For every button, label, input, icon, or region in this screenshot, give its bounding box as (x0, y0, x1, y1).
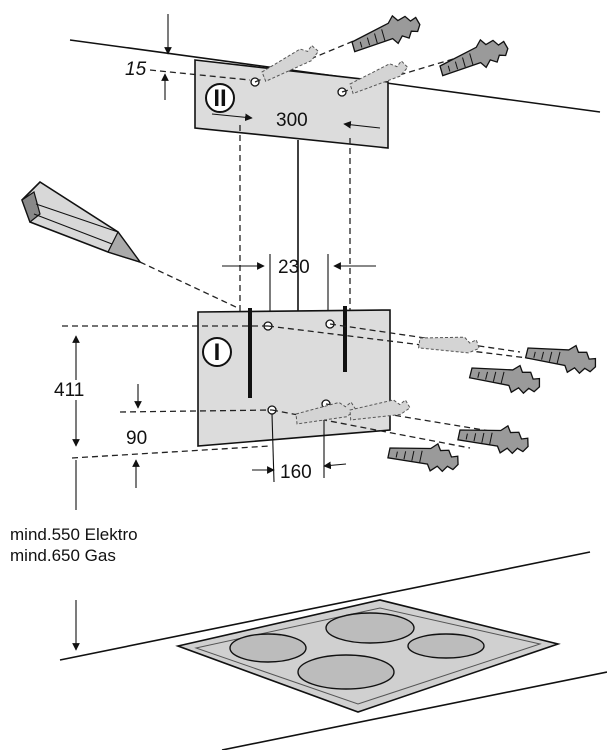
cooktop (175, 599, 561, 713)
dowel-right-1 (523, 333, 600, 380)
dowel-right-3 (456, 415, 533, 459)
dimension-15: 15 (125, 14, 251, 100)
lower-plate-mark: I (214, 339, 221, 366)
dowel-top-2 (435, 32, 512, 81)
dim-90-label: 90 (126, 428, 147, 449)
burner-right (407, 633, 485, 659)
dimension-90: 90 (71, 384, 273, 488)
dim-300-label: 300 (276, 110, 308, 131)
dimension-300: 300 (211, 110, 381, 131)
dowel-right-4 (386, 433, 463, 477)
upper-plate: II (194, 59, 389, 149)
lower-plate: I (197, 306, 391, 447)
dowel-right-2 (467, 353, 544, 400)
dim-230-label: 230 (278, 257, 310, 278)
upper-plate-mark-circle (205, 83, 235, 113)
dim-411-label: 411 (54, 380, 84, 401)
countertop (59, 551, 607, 750)
dim-160-label: 160 (280, 462, 312, 483)
burner-back-right (325, 612, 415, 644)
lower-plate-mark-circle (202, 337, 232, 367)
min-electric-label: mind.550 Elektro (10, 525, 138, 544)
dimension-230: 230 (222, 254, 376, 312)
pencil-icon (21, 180, 239, 309)
minimum-distance: mind.550 Elektro mind.650 Gas (10, 460, 138, 651)
dimension-411: 411 (54, 325, 268, 447)
upper-plate-mark: II (213, 85, 226, 112)
burner-front (297, 654, 395, 690)
min-gas-label: mind.650 Gas (10, 546, 116, 565)
burner-back-left (229, 633, 307, 663)
dowel-top-1 (347, 8, 424, 57)
dim-15-label: 15 (125, 59, 147, 80)
upper-dowels (254, 8, 512, 95)
lower-dowels (267, 323, 600, 477)
